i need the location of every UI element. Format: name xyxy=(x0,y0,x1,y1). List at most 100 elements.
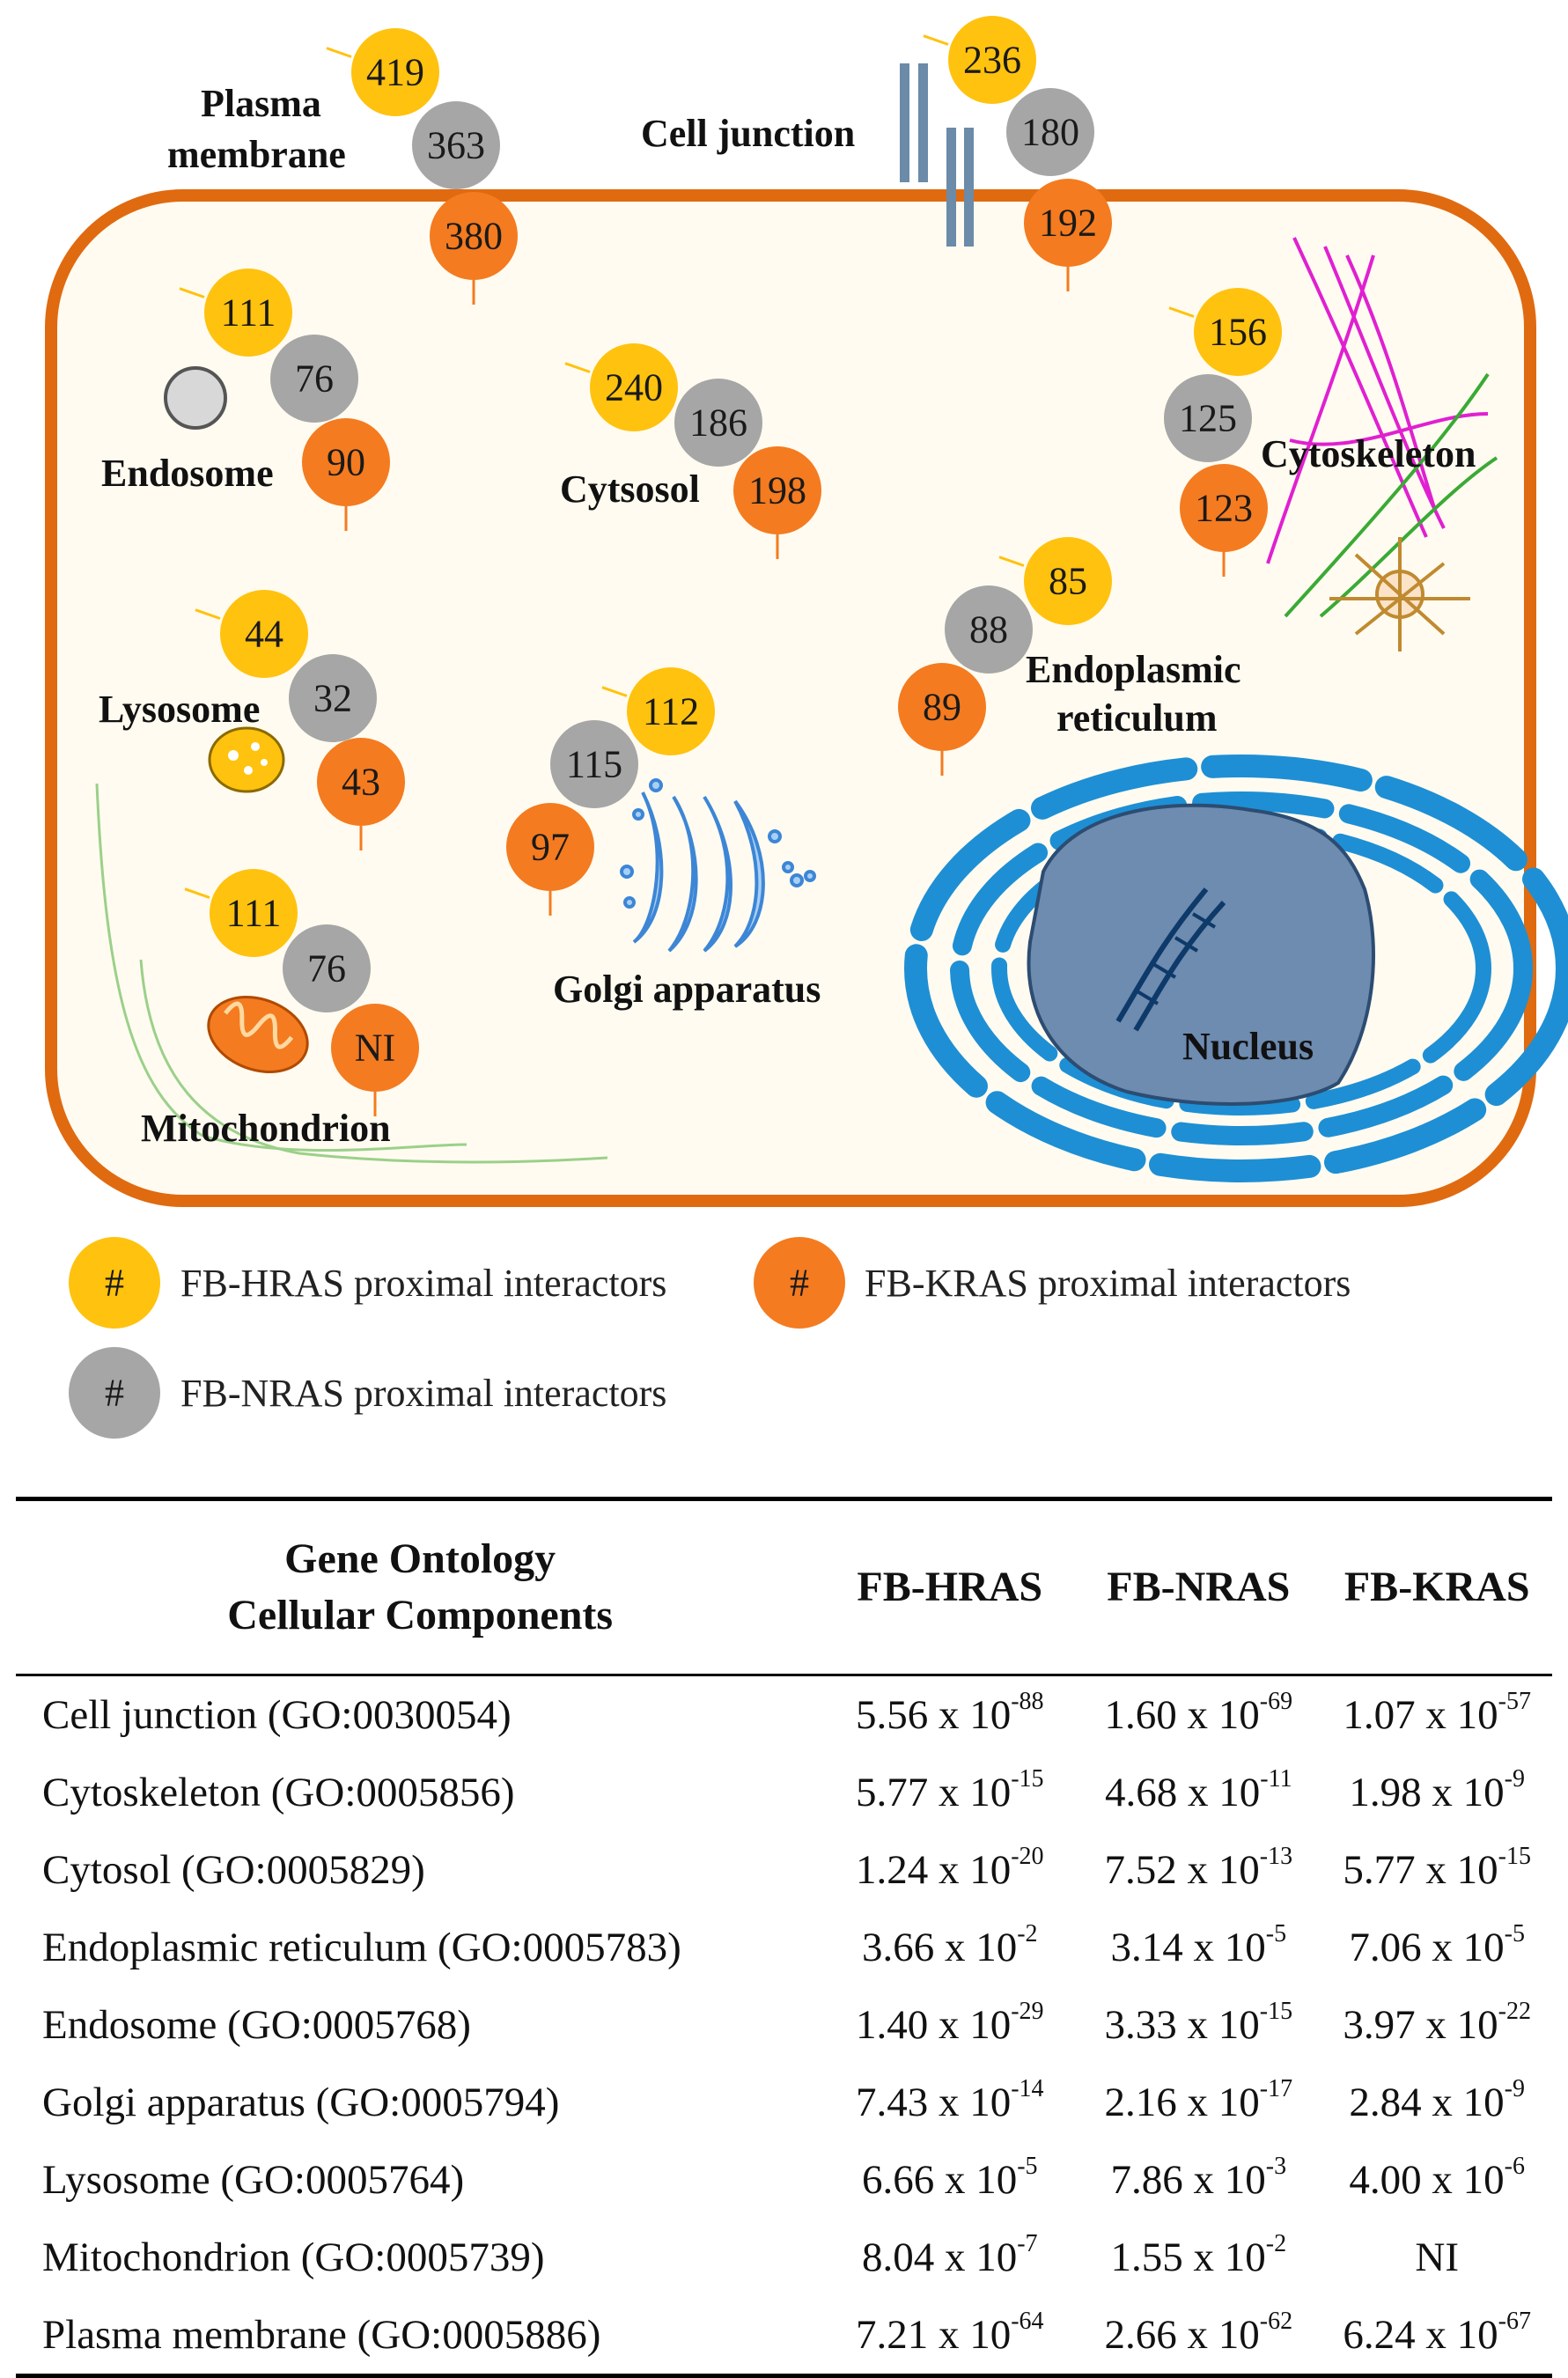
nras-pvalue-exponent: -15 xyxy=(1259,1998,1293,2025)
hras-pvalue-cell: 5.77 x 10-15 xyxy=(824,1754,1075,1831)
endosome-kras-circle xyxy=(302,418,390,506)
nras-pvalue-mantissa: 7.52 x 10 xyxy=(1104,1847,1260,1893)
kras-pvalue-exponent: -57 xyxy=(1498,1688,1531,1715)
hras-pvalue-exponent: -7 xyxy=(1017,2230,1038,2257)
cytosol-hras-circle xyxy=(590,343,678,431)
header-hras: FB-HRAS xyxy=(857,1564,1043,1610)
lysosome-icon xyxy=(208,726,285,793)
nras-pvalue-cell: 7.52 x 10-13 xyxy=(1075,1831,1321,1909)
legend-nras-hash: # xyxy=(105,1372,124,1415)
label-er-2: reticulum xyxy=(1056,696,1218,740)
cytoskeleton-hras-circle xyxy=(1194,288,1282,376)
golgi-apparatus-icon xyxy=(620,778,816,953)
plasma-membrane-kras-circle xyxy=(430,192,518,280)
filament-lines xyxy=(95,783,608,1164)
nras-pvalue-cell: 3.33 x 10-15 xyxy=(1075,1986,1321,2064)
legend-nras-label: FB-NRAS proximal interactors xyxy=(180,1372,666,1415)
hras-pvalue-mantissa: 8.04 x 10 xyxy=(861,2234,1018,2280)
stem-hras xyxy=(601,686,628,697)
kras-pvalue-mantissa: 1.98 x 10 xyxy=(1349,1770,1505,1815)
nras-pvalue-mantissa: 3.14 x 10 xyxy=(1110,1925,1266,1970)
hras-pvalue-cell: 1.24 x 10-20 xyxy=(824,1831,1075,1909)
table-header-row: Gene Ontology Cellular Components FB-HRA… xyxy=(16,1498,1552,1675)
nras-pvalue-mantissa: 3.33 x 10 xyxy=(1104,2002,1260,2048)
hras-pvalue-exponent: -15 xyxy=(1011,1765,1044,1793)
nras-pvalue-exponent: -17 xyxy=(1259,2075,1293,2102)
nras-pvalue-cell: 1.55 x 10-2 xyxy=(1075,2219,1321,2296)
golgi-hras-circle xyxy=(627,667,715,755)
lysosome-hras-circle xyxy=(220,590,308,678)
cell-junction-hras-circle xyxy=(948,16,1036,104)
legend-kras-label: FB-KRAS proximal interactors xyxy=(865,1262,1351,1305)
cell-junction-nras-count: 180 xyxy=(1021,111,1079,154)
kras-pvalue-exponent: -5 xyxy=(1504,1920,1525,1947)
kras-pvalue-cell: 5.77 x 10-15 xyxy=(1321,1831,1552,1909)
kras-pvalue-mantissa: 7.06 x 10 xyxy=(1349,1925,1505,1970)
nras-pvalue-exponent: -3 xyxy=(1265,2153,1287,2180)
go-term-cell: Endoplasmic reticulum (GO:0005783) xyxy=(42,1925,681,1970)
stem-hras xyxy=(195,608,221,620)
golgi-hras-count: 112 xyxy=(643,690,699,733)
go-term-cell: Endosome (GO:0005768) xyxy=(42,2002,471,2048)
nras-pvalue-exponent: -2 xyxy=(1265,2230,1287,2257)
stem-hras xyxy=(923,34,949,46)
kras-pvalue-cell: 7.06 x 10-5 xyxy=(1321,1909,1552,1986)
hras-pvalue-exponent: -88 xyxy=(1011,1688,1044,1715)
stem-hras xyxy=(184,887,210,899)
nras-pvalue-mantissa: 7.86 x 10 xyxy=(1110,2157,1266,2203)
kras-pvalue-cell: 1.07 x 10-57 xyxy=(1321,1675,1552,1755)
cytoskeleton-kras-count: 123 xyxy=(1195,487,1253,530)
hras-pvalue-exponent: -64 xyxy=(1011,2308,1044,2335)
lysosome-kras-count: 43 xyxy=(342,761,380,804)
mitochondrion-hras-circle xyxy=(210,869,298,957)
hras-pvalue-cell: 7.43 x 10-14 xyxy=(824,2064,1075,2141)
cell-diagram: Plasma membrane Cell junction Endosome C… xyxy=(45,16,1568,1439)
cell-junction-nras-circle xyxy=(1006,88,1094,176)
label-endosome: Endosome xyxy=(101,452,274,495)
cytosol-kras-count: 198 xyxy=(748,469,806,512)
legend-nras: # FB-NRAS proximal interactors xyxy=(69,1347,666,1439)
stem-hras xyxy=(179,287,205,298)
cell-junction-icon xyxy=(900,63,974,247)
cell-junction-hras-count: 236 xyxy=(963,39,1021,82)
hras-pvalue-cell: 7.21 x 10-64 xyxy=(824,2296,1075,2376)
centrosome-icon xyxy=(1329,537,1470,652)
table-row: Endoplasmic reticulum (GO:0005783) 3.66 x… xyxy=(16,1909,1552,1986)
label-cytosol: Cytsosol xyxy=(560,468,700,511)
endosome-nras-count: 76 xyxy=(295,357,334,401)
kras-pvalue-mantissa: NI xyxy=(1415,2234,1459,2280)
kras-pvalue-mantissa: 6.24 x 10 xyxy=(1343,2312,1498,2358)
kras-pvalue-exponent: -67 xyxy=(1498,2308,1531,2335)
hras-pvalue-mantissa: 5.77 x 10 xyxy=(855,1770,1012,1815)
kras-pvalue-cell: 2.84 x 10-9 xyxy=(1321,2064,1552,2141)
hras-pvalue-mantissa: 7.43 x 10 xyxy=(855,2080,1012,2125)
endosome-hras-count: 111 xyxy=(221,291,276,335)
kras-pvalue-exponent: -22 xyxy=(1498,1998,1531,2025)
cytoskeleton-kras-circle xyxy=(1180,464,1268,552)
golgi-kras-count: 97 xyxy=(531,826,570,869)
golgi-nras-circle xyxy=(550,720,638,808)
kras-pvalue-mantissa: 4.00 x 10 xyxy=(1349,2157,1505,2203)
kras-pvalue-exponent: -15 xyxy=(1498,1843,1531,1870)
nras-pvalue-mantissa: 1.55 x 10 xyxy=(1110,2234,1266,2280)
plasma-membrane-hras-circle xyxy=(351,28,439,116)
hras-pvalue-exponent: -5 xyxy=(1017,2153,1038,2180)
nras-pvalue-exponent: -11 xyxy=(1260,1765,1292,1793)
table-row: Golgi apparatus (GO:0005794)7.43 x 10-14… xyxy=(16,2064,1552,2141)
kras-pvalue-mantissa: 2.84 x 10 xyxy=(1349,2080,1505,2125)
kras-pvalue-cell: 6.24 x 10-67 xyxy=(1321,2296,1552,2376)
nras-pvalue-cell: 3.14 x 10-5 xyxy=(1075,1909,1321,1986)
go-term-cell: Lysosome (GO:0005764) xyxy=(42,2157,465,2203)
nras-pvalue-exponent: -69 xyxy=(1259,1688,1293,1715)
nras-pvalue-exponent: -13 xyxy=(1259,1843,1293,1870)
hras-pvalue-exponent: -14 xyxy=(1011,2075,1044,2102)
plasma-membrane-nras-count: 363 xyxy=(427,124,485,167)
label-er-1: Endoplasmic xyxy=(1026,648,1241,691)
hras-pvalue-mantissa: 3.66 x 10 xyxy=(861,1925,1018,1970)
